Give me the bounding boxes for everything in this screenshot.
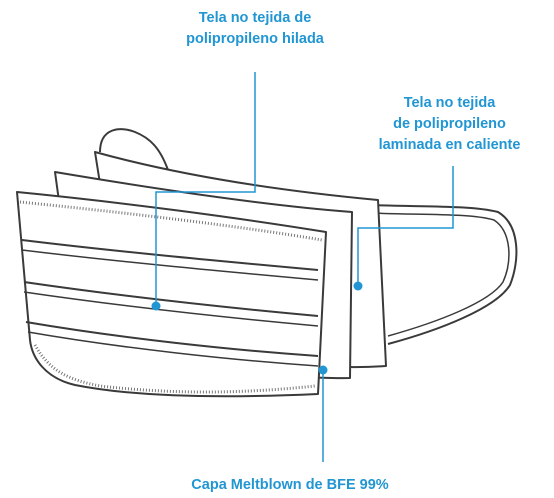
label-spunbond-layer: Tela no tejida de polipropileno hilada: [150, 8, 360, 50]
right-ear-loop-inner: [371, 212, 510, 337]
label-hot-laminated-line3: laminada en caliente: [378, 137, 521, 153]
marker-bottom: [318, 365, 328, 375]
leader-line-top: [155, 72, 256, 302]
pleat-1b: [21, 249, 319, 281]
label-meltblown-line1: Capa Meltblown de BFE 99%: [191, 477, 389, 493]
label-hot-laminated-line1: Tela no tejida: [403, 95, 496, 111]
left-ear-loop: [99, 128, 169, 171]
bottom-stitching: [33, 344, 316, 394]
pleat-2: [23, 281, 319, 317]
marker-top: [151, 301, 161, 311]
label-spunbond-line2: polipropileno hilada: [186, 31, 324, 47]
pleat-3b: [27, 331, 319, 367]
top-stitching: [19, 200, 323, 242]
pleat-3: [25, 321, 319, 357]
pleat-2b: [23, 291, 319, 327]
label-spunbond-line1: Tela no tejida de: [198, 10, 312, 26]
marker-right: [353, 281, 363, 291]
right-ear-loop: [369, 204, 518, 345]
front-layer-shape: [16, 191, 327, 398]
label-hot-laminated-layer: Tela no tejida de polipropileno laminada…: [345, 93, 554, 156]
leader-line-right: [357, 166, 454, 282]
pleat-1: [21, 239, 319, 271]
label-meltblown-layer: Capa Meltblown de BFE 99%: [150, 475, 430, 496]
label-hot-laminated-line2: de polipropileno: [393, 116, 506, 132]
